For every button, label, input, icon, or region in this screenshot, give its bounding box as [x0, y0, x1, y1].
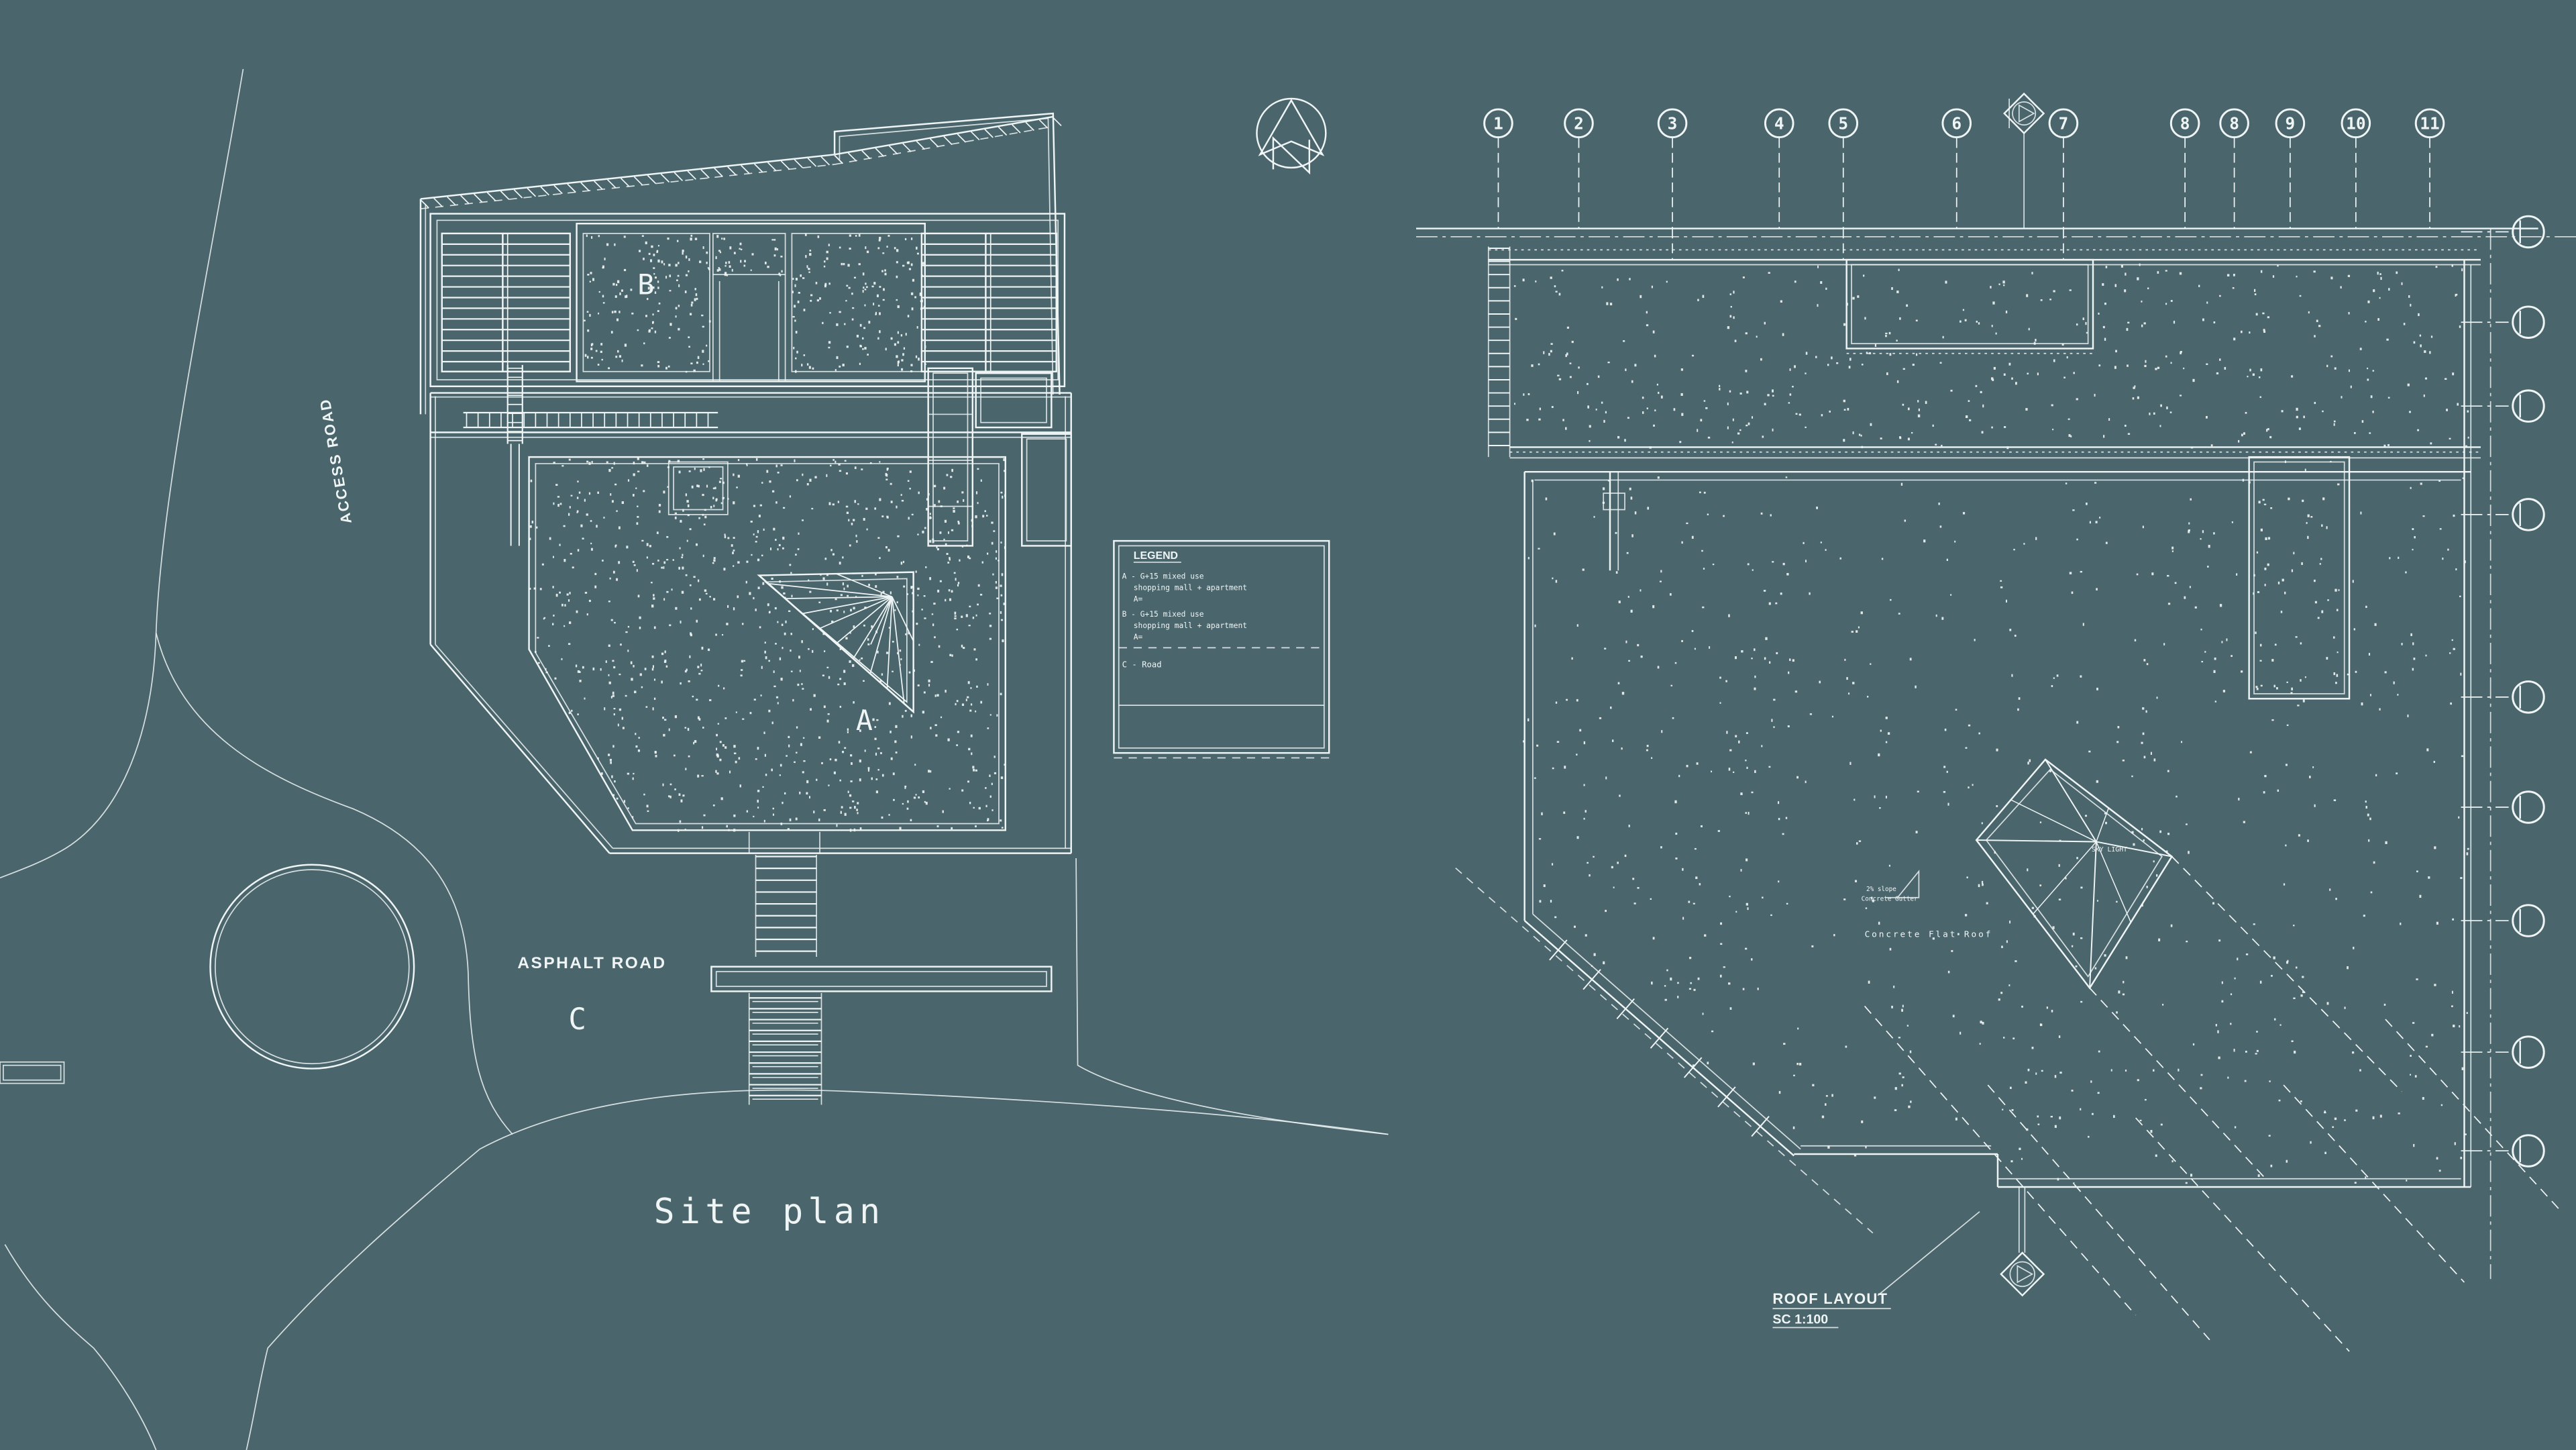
svg-text:8: 8 — [2229, 113, 2239, 133]
road-c-label: C — [568, 1002, 586, 1037]
lower-roof — [1455, 260, 2472, 1234]
grid-bubble: 9 — [2275, 108, 2306, 139]
svg-text:3: 3 — [1668, 113, 1678, 133]
access-road-label: ACCESS ROAD — [316, 397, 355, 525]
legend-title: LEGEND — [1134, 550, 1178, 562]
roof-opening-a — [673, 466, 724, 511]
grid-bubble: 8 — [2169, 108, 2200, 139]
row-grid-markers — [2461, 215, 2545, 1168]
roof-plan: SKY LIGHT 2% slope Concrete Gutter Concr… — [1416, 92, 2576, 1352]
road-median-island — [0, 1061, 65, 1084]
slope-label-2: Concrete Gutter — [1862, 896, 1918, 903]
legend-item-b3: A= — [1134, 633, 1143, 641]
svg-text:9: 9 — [2286, 113, 2296, 133]
svg-text:1: 1 — [1493, 113, 1503, 133]
grid-bubble: 8 — [2219, 108, 2249, 139]
stipple-texture — [529, 234, 2469, 1184]
grid-bubble: 5 — [1828, 108, 1859, 139]
svg-text:8: 8 — [2180, 113, 2190, 133]
slope-label-1: 2% slope — [1866, 886, 1896, 893]
legend-item-a1: A - G+15 mixed use — [1122, 572, 1204, 580]
grid-bubble: 11 — [2414, 108, 2445, 139]
edge-hatch-strip — [1487, 246, 1511, 458]
grid-bubble: 1 — [1483, 108, 1513, 139]
grid-droplines — [1497, 138, 2430, 260]
asphalt-road-label: ASPHALT ROAD — [517, 954, 666, 972]
svg-text:2: 2 — [1574, 113, 1584, 133]
legend: LEGEND A - G+15 mixed use shopping mall … — [1113, 539, 1330, 759]
section-diamond-icon — [2000, 1251, 2045, 1297]
flat-roof-label: Concrete Flat Roof — [1865, 930, 1993, 940]
slope-note: 2% slope Concrete Gutter — [1862, 870, 1920, 903]
roof-layout-title: ROOF LAYOUT — [1772, 1290, 1888, 1307]
svg-text:7: 7 — [2059, 113, 2069, 133]
legend-item-a3: A= — [1134, 595, 1143, 604]
louvre-block-east — [920, 232, 1057, 372]
site-plan: B — [0, 68, 1389, 1450]
building-a-label: A — [856, 704, 873, 737]
north-arrow-circle — [1256, 97, 1327, 169]
grid-bubble: 10 — [2341, 108, 2371, 139]
setout-leader-lines — [1864, 856, 2564, 1352]
north-arrow — [1256, 97, 1327, 175]
roof-panel-b-east — [791, 233, 926, 372]
north-arrow-head — [1258, 99, 1325, 156]
svg-text:11: 11 — [2420, 113, 2439, 133]
svg-text:10: 10 — [2346, 113, 2365, 133]
building-b-label: B — [637, 268, 654, 301]
site-boundary — [419, 112, 1062, 415]
site-plan-title: Site plan — [654, 1192, 885, 1232]
road-network — [0, 68, 1389, 1450]
skylight-pyramid-roof: SKY LIGHT — [1975, 758, 2174, 990]
section-marker-bottom — [2000, 1186, 2045, 1297]
roof-void-opening — [1845, 258, 2094, 350]
road-median-bar — [710, 966, 1053, 992]
legend-item-c1: C - Road — [1122, 660, 1162, 670]
core-blocks — [927, 367, 1072, 547]
legend-item-b2: shopping mall + apartment — [1134, 621, 1247, 630]
roof-boundary — [1416, 227, 2576, 1280]
grid-bubble: 2 — [1564, 108, 1594, 139]
grid-bubble: 7 — [2048, 108, 2079, 139]
legend-item-a2: shopping mall + apartment — [1134, 584, 1247, 592]
north-letter-icon — [1272, 136, 1311, 175]
roof-title-block: ROOF LAYOUT SC 1:100 — [1772, 1211, 1980, 1329]
grid-bubble: 6 — [1941, 108, 1972, 139]
svg-text:6: 6 — [1951, 113, 1962, 133]
grid-bubble: 4 — [1764, 108, 1794, 139]
svg-text:5: 5 — [1838, 113, 1848, 133]
stair-link — [506, 364, 523, 546]
building-b: B — [429, 213, 1066, 388]
svg-text:4: 4 — [1774, 113, 1784, 133]
staircase — [710, 855, 1053, 1105]
sky-light-label: SKY LIGHT — [2092, 846, 2127, 853]
roof-layout-scale: SC 1:100 — [1772, 1312, 1828, 1327]
core-block-roof — [2248, 456, 2351, 700]
column-grid-bubbles: 1 2 3 4 5 6 7 8 8 9 10 11 — [1483, 108, 2445, 139]
ticked-walkway — [463, 411, 718, 429]
section-diamond-icon — [2003, 92, 2045, 135]
louvre-block-west — [441, 232, 572, 372]
roof-panel-b-west — [582, 233, 710, 372]
legend-item-b1: B - G+15 mixed use — [1122, 610, 1204, 619]
legend-box — [1113, 539, 1330, 754]
grid-bubble: 3 — [1657, 108, 1688, 139]
roundabout — [209, 864, 415, 1070]
b-a-separator — [430, 364, 1071, 546]
building-a: A — [429, 393, 1072, 854]
section-marker-top — [2003, 92, 2045, 229]
